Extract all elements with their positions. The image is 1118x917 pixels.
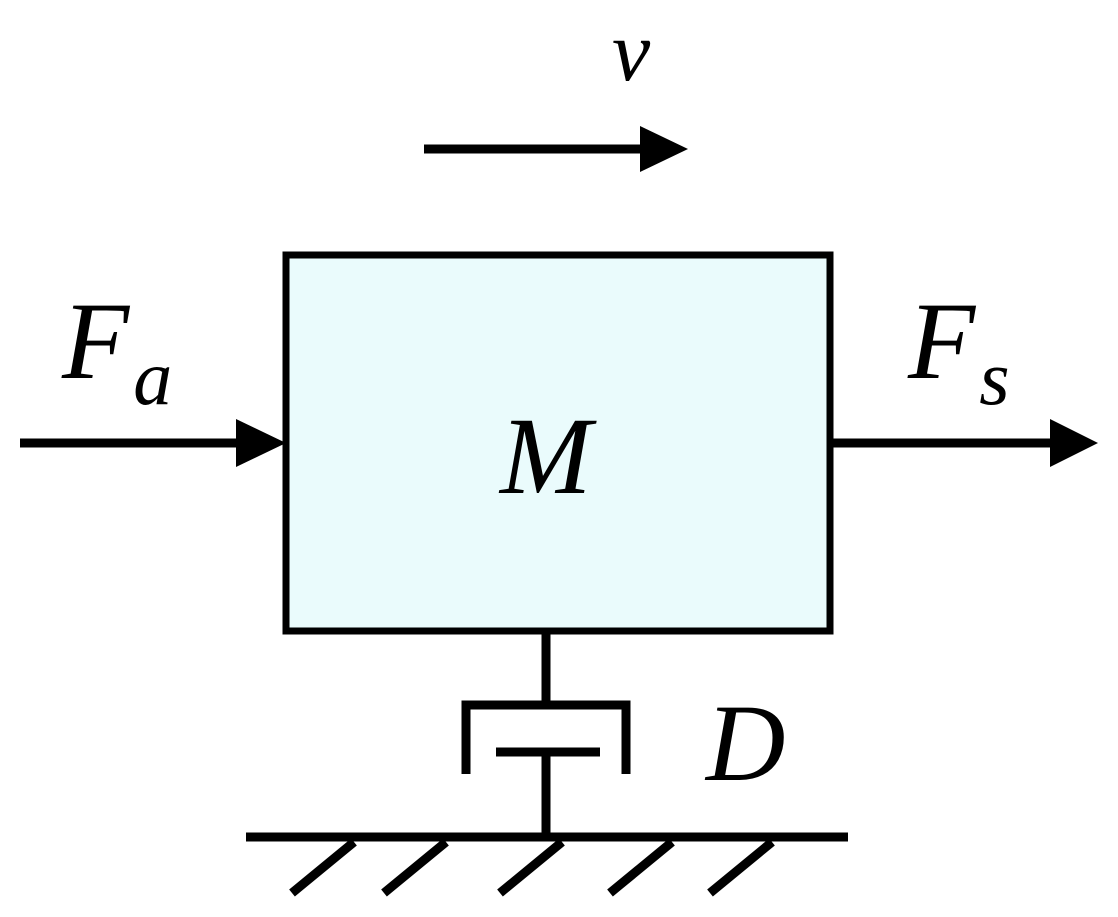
- spring-force-label: F s: [907, 280, 1010, 421]
- spring-force-symbol: F: [907, 280, 977, 402]
- applied-force-arrow: [20, 419, 286, 467]
- damper-label: D: [704, 682, 785, 804]
- velocity-arrow-head: [640, 126, 688, 172]
- applied-force-arrow-head: [236, 419, 286, 467]
- velocity-arrow: [424, 126, 688, 172]
- mass-label: M: [498, 395, 597, 517]
- spring-force-subscript: s: [979, 334, 1009, 421]
- velocity-label: v: [612, 3, 651, 99]
- damper-cylinder: [461, 700, 631, 774]
- damper: [461, 631, 631, 836]
- ground-hatch: [707, 838, 775, 897]
- ground-hatch: [381, 838, 449, 897]
- ground-hatch: [497, 838, 565, 897]
- ground-hatch: [607, 838, 675, 897]
- applied-force-label: F a: [61, 280, 172, 421]
- spring-force-arrow: [830, 419, 1098, 467]
- spring-force-arrow-head: [1050, 419, 1098, 467]
- applied-force-subscript: a: [133, 334, 172, 421]
- ground: [246, 832, 848, 897]
- ground-hatch: [289, 838, 357, 897]
- applied-force-symbol: F: [61, 280, 131, 402]
